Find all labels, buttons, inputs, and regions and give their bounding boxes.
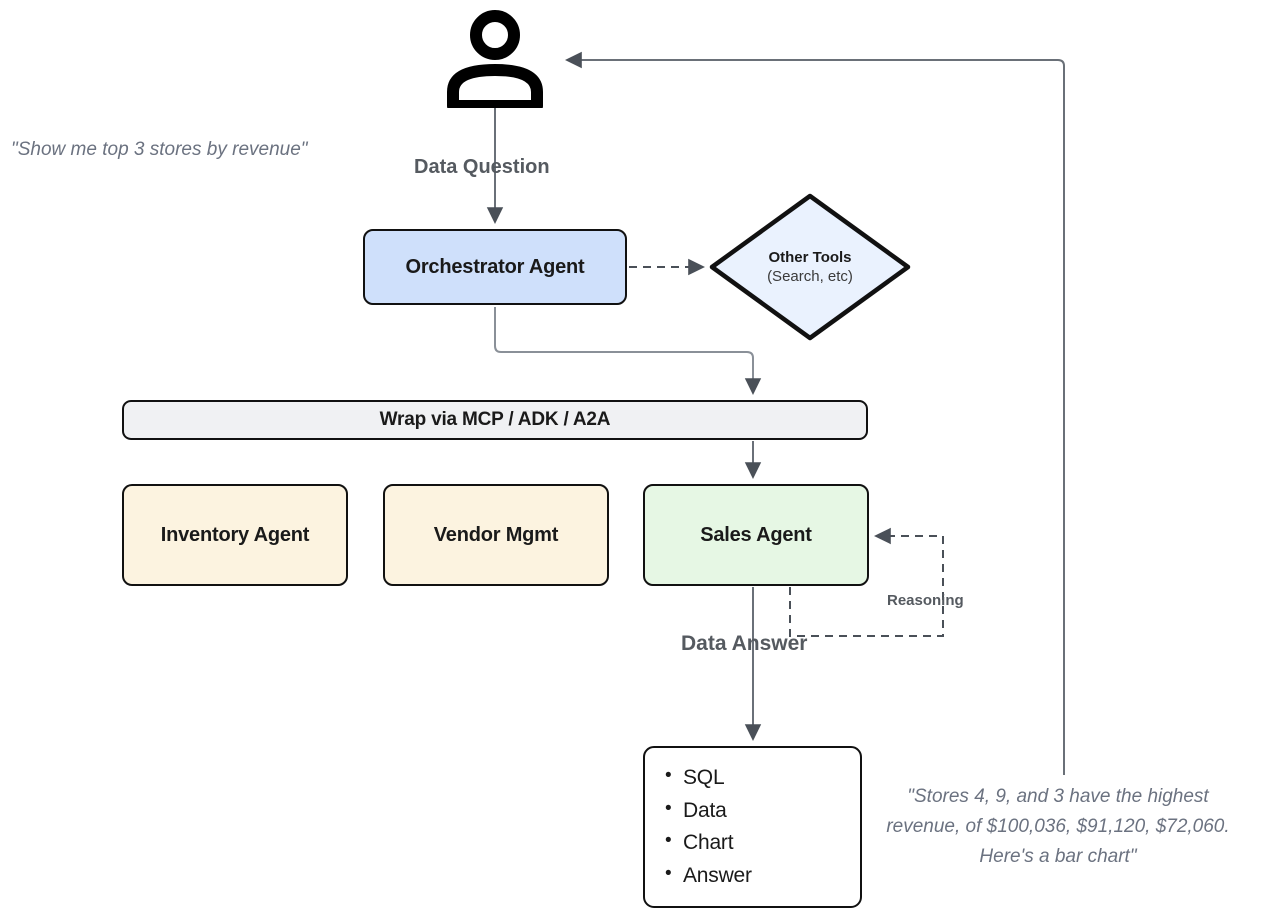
node-vendor-mgmt[interactable]: Vendor Mgmt — [383, 484, 609, 586]
other-tools-title: Other Tools — [768, 248, 852, 266]
node-output-artifacts[interactable]: SQL Data Chart Answer — [643, 746, 862, 908]
mcp-wrapper-label: Wrap via MCP / ADK / A2A — [379, 409, 611, 430]
diamond-shape — [709, 193, 911, 341]
edge-label-reasoning: Reasoning — [887, 592, 964, 609]
node-other-tools[interactable]: Other Tools (Search, etc) — [707, 191, 913, 343]
list-item: Chart — [665, 826, 860, 860]
node-mcp-wrapper[interactable]: Wrap via MCP / ADK / A2A — [122, 400, 868, 440]
inventory-agent-label: Inventory Agent — [160, 523, 310, 546]
output-artifact-list: SQL Data Chart Answer — [645, 761, 860, 893]
other-tools-label-group: Other Tools (Search, etc) — [707, 248, 913, 286]
user-icon — [443, 8, 547, 112]
node-sales-agent[interactable]: Sales Agent — [643, 484, 869, 586]
node-orchestrator-agent[interactable]: Orchestrator Agent — [363, 229, 627, 305]
list-item: Data — [665, 794, 860, 828]
user-question-quote: "Show me top 3 stores by revenue" — [11, 139, 308, 160]
final-answer-quote: "Stores 4, 9, and 3 have the highest rev… — [886, 786, 1230, 868]
list-item: Answer — [665, 859, 860, 893]
list-item: SQL — [665, 761, 860, 795]
edge-label-data-question: Data Question — [414, 156, 550, 178]
other-tools-subtitle: (Search, etc) — [767, 268, 853, 285]
sales-agent-label: Sales Agent — [700, 523, 812, 546]
orchestrator-agent-label: Orchestrator Agent — [405, 255, 585, 278]
edge-label-data-answer: Data Answer — [681, 632, 808, 655]
vendor-mgmt-label: Vendor Mgmt — [433, 523, 559, 546]
node-inventory-agent[interactable]: Inventory Agent — [122, 484, 348, 586]
